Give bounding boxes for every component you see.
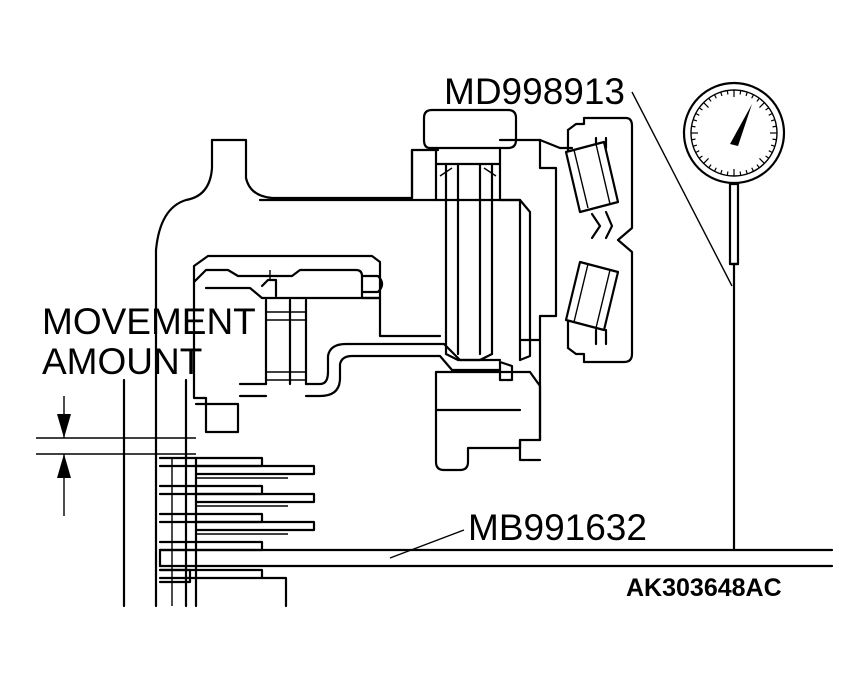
dial-tick xyxy=(745,169,748,175)
dial-tick xyxy=(765,107,770,111)
dial-tick xyxy=(708,164,712,169)
leader-md998913 xyxy=(631,91,733,287)
tool-label-md998913: MD998913 xyxy=(444,71,625,112)
steel-plate xyxy=(158,456,264,468)
dial-tick xyxy=(745,91,748,97)
dial-tick xyxy=(703,158,709,164)
leader-mb991632 xyxy=(389,529,465,559)
tool-label-mb991632: MB991632 xyxy=(468,507,647,548)
friction-plate xyxy=(194,492,316,504)
dial-tick xyxy=(692,144,698,147)
dial-tick xyxy=(770,119,776,122)
movement-label-line2: AMOUNT xyxy=(42,341,202,382)
steel-plate xyxy=(158,512,264,524)
friction-plate xyxy=(194,520,316,532)
bearing-assembly xyxy=(538,116,634,364)
dial-tick xyxy=(691,125,696,128)
dial-tick xyxy=(759,102,765,108)
friction-plate xyxy=(194,464,316,476)
dial-tick xyxy=(720,91,723,97)
dial-tick xyxy=(708,97,712,102)
dial-tick xyxy=(770,144,776,147)
steel-plate xyxy=(158,484,264,496)
figure-id: AK303648AC xyxy=(626,574,782,602)
bolt-assembly xyxy=(410,108,574,382)
dial-tick xyxy=(739,171,742,176)
dial-tick xyxy=(756,97,760,102)
dial-tick xyxy=(739,90,742,95)
dial-tick xyxy=(695,112,700,116)
transmission-housing xyxy=(122,138,522,608)
piston-assembly xyxy=(192,254,502,434)
dial-tick xyxy=(726,171,729,176)
lower-flange xyxy=(434,338,542,472)
dial-tick xyxy=(772,125,777,128)
dial-tick xyxy=(751,167,755,172)
dial-tick xyxy=(703,102,709,108)
clutch-plates xyxy=(158,456,316,608)
dial-tick xyxy=(691,138,696,141)
dial-tick xyxy=(756,164,760,169)
lower-plate xyxy=(260,576,288,608)
dial-tick xyxy=(759,158,765,164)
dimension-arrow-icon xyxy=(36,396,196,516)
dial-tick xyxy=(713,167,717,172)
dial-tick xyxy=(726,90,729,95)
dial-tick xyxy=(692,119,698,122)
dial-tick xyxy=(768,150,773,154)
movement-label-line1: MOVEMENT xyxy=(42,301,256,342)
steel-plate xyxy=(158,568,264,580)
dial-tick xyxy=(698,155,703,159)
base-plate xyxy=(158,548,834,568)
dial-tick xyxy=(695,150,700,154)
dial-tick xyxy=(765,155,770,159)
leader-lines xyxy=(389,91,733,559)
dial-indicator-icon xyxy=(682,81,786,552)
lower-plate xyxy=(158,568,192,584)
dial-tick xyxy=(713,94,717,99)
dial-tick xyxy=(772,138,777,141)
dial-tick xyxy=(751,94,755,99)
steel-plate xyxy=(158,540,264,552)
dial-tick xyxy=(720,169,723,175)
dial-tick xyxy=(768,112,773,116)
dial-tick xyxy=(698,107,703,111)
